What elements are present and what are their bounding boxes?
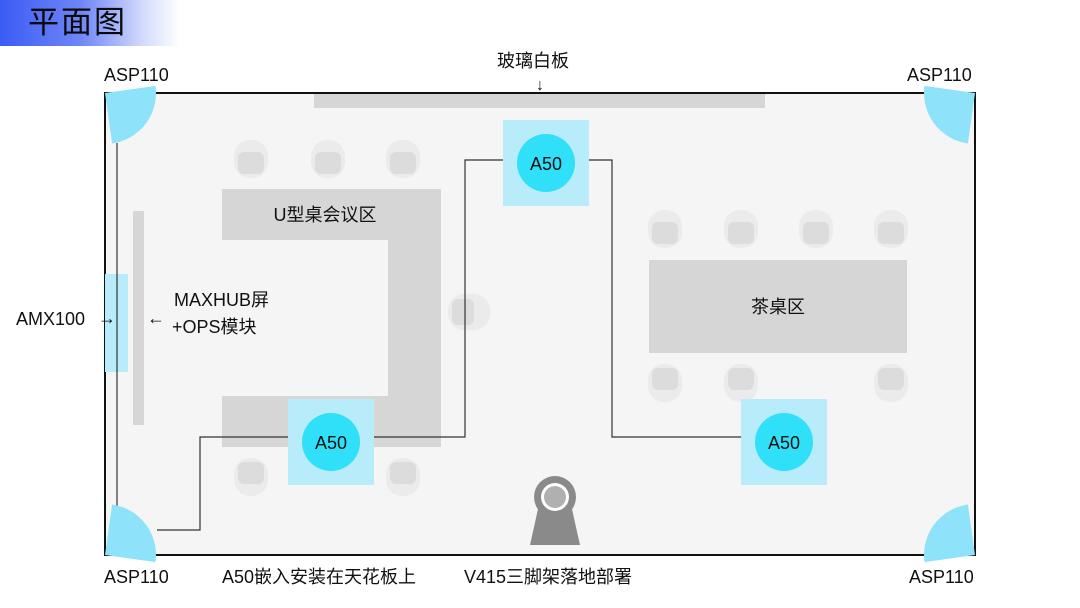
u-table <box>222 189 441 447</box>
chair <box>799 210 833 248</box>
chairs-u-bottom <box>234 458 420 496</box>
asp110-speaker-bottom-left <box>105 504 156 563</box>
chair <box>234 458 268 496</box>
maxhub-arrow: ← <box>147 308 165 328</box>
tea-table-label: 茶桌区 <box>751 297 805 317</box>
chair <box>386 140 420 178</box>
cable-bottom-left <box>157 436 290 531</box>
cables <box>116 143 741 531</box>
tea-table <box>649 260 907 353</box>
u-table-label: U型桌会议区 <box>274 205 377 225</box>
a50-top-label: A50 <box>530 154 562 174</box>
amx-arrow: → <box>98 308 116 328</box>
maxhub-label-line2: +OPS模块 <box>172 317 257 337</box>
whiteboard-label: 玻璃白板 <box>497 51 569 71</box>
maxhub-screen <box>133 211 144 425</box>
amx-label: AMX100 <box>16 309 86 329</box>
asp-top-right-label: ASP110 <box>907 65 972 85</box>
asp-bottom-left-label: ASP110 <box>104 567 169 587</box>
asp110-speaker-bottom-right <box>924 504 975 563</box>
chair <box>648 210 682 248</box>
maxhub-label-line1: MAXHUB屏 <box>174 290 270 310</box>
chair <box>386 458 420 496</box>
asp110-speaker-top-right <box>924 85 975 144</box>
chair <box>311 140 345 178</box>
chairs-tea-bottom <box>648 364 908 402</box>
chair <box>724 210 758 248</box>
chair <box>724 364 758 402</box>
glass-whiteboard <box>314 94 765 108</box>
whiteboard-arrow: ↓ <box>536 77 544 94</box>
chair <box>874 364 908 402</box>
chair <box>874 210 908 248</box>
chairs-u-top <box>234 140 420 178</box>
asp110-speaker-top-left <box>105 85 156 144</box>
v415-camera-icon <box>530 476 580 545</box>
asp-top-left-label: ASP110 <box>104 65 169 85</box>
a50-mic-right: A50 <box>741 399 827 485</box>
a50-bottom-left-label: A50 <box>315 433 347 453</box>
page-title: 平面图 <box>28 5 127 40</box>
title-banner <box>0 0 180 46</box>
v415-caption: V415三脚架落地部署 <box>464 567 633 587</box>
a50-right-label: A50 <box>768 433 800 453</box>
cable-right <box>589 159 741 438</box>
a50-caption: A50嵌入安装在天花板上 <box>222 567 417 587</box>
a50-mic-top: A50 <box>503 120 589 206</box>
chair <box>234 140 268 178</box>
asp-bottom-right-label: ASP110 <box>909 567 974 587</box>
cable-center <box>374 159 503 438</box>
chairs-tea-top <box>648 210 908 248</box>
chair <box>648 364 682 402</box>
chair-u-right <box>448 294 490 330</box>
a50-mic-bottom-left: A50 <box>288 399 374 485</box>
